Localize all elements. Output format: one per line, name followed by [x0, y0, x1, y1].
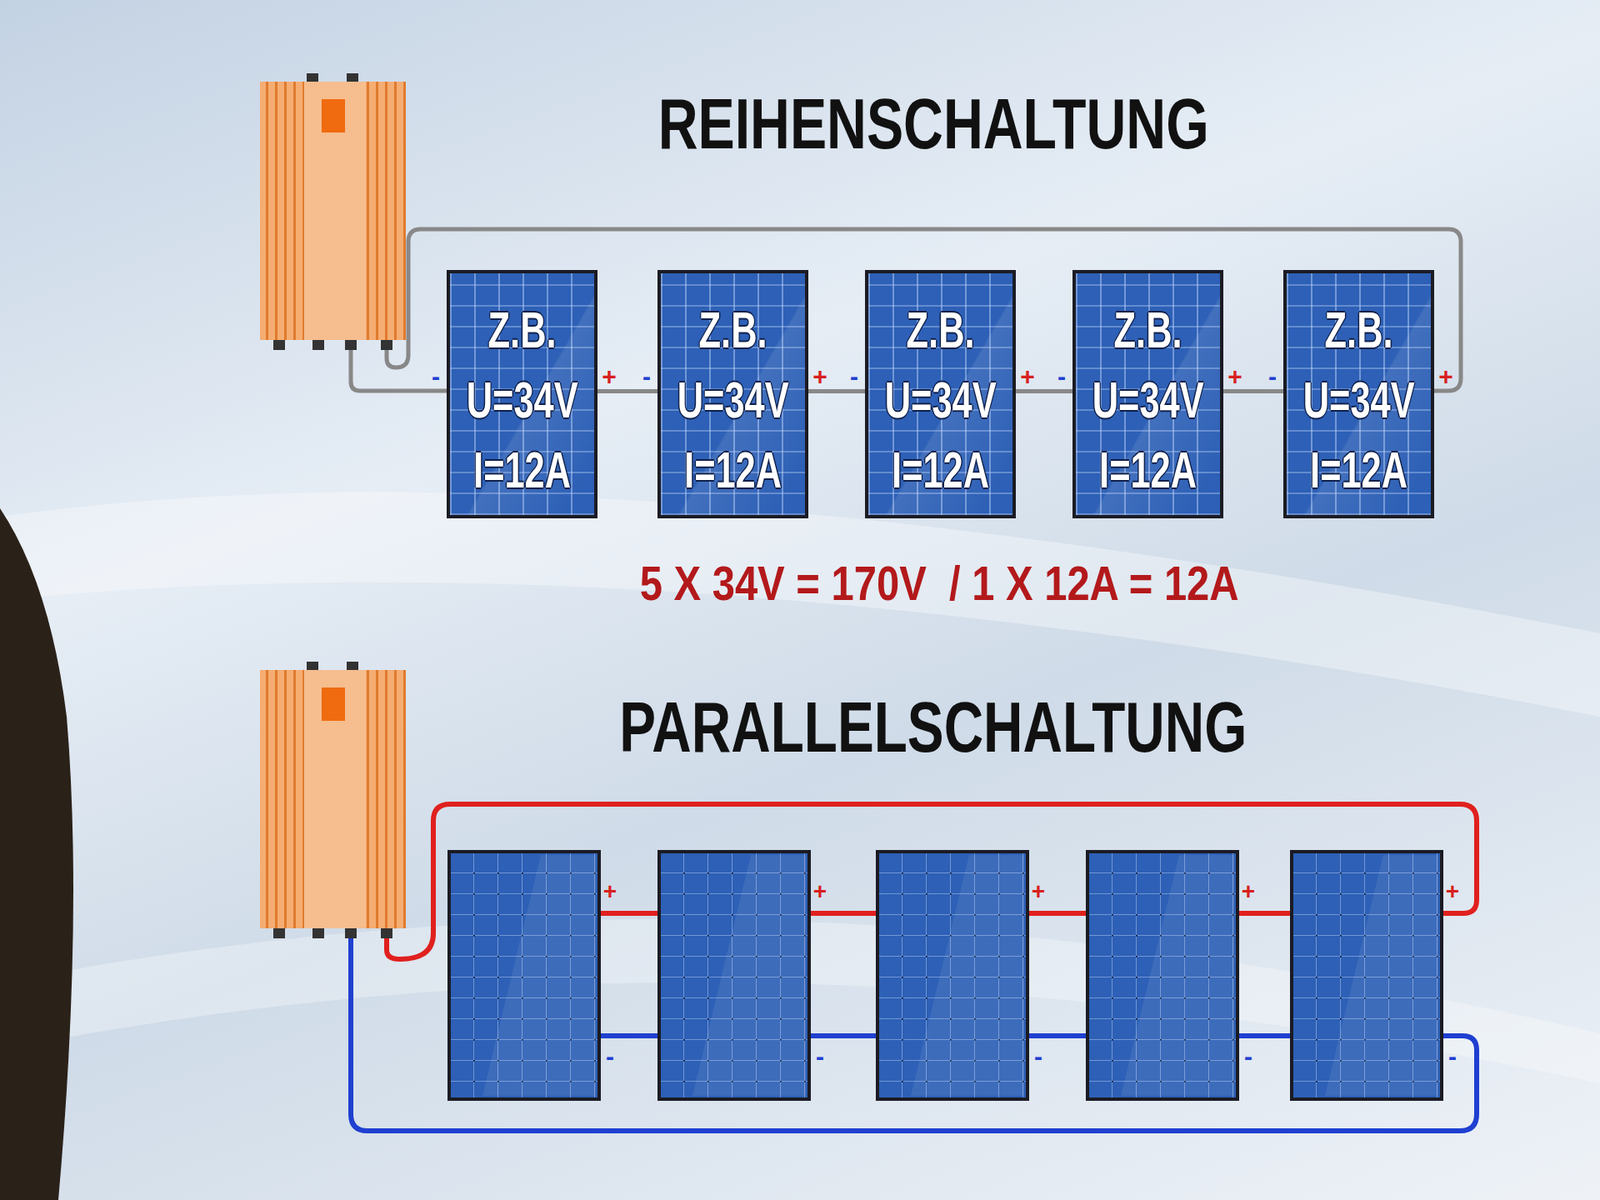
series-wire — [808, 389, 865, 394]
panel-value: I=12A — [1310, 445, 1408, 495]
panel-value: Z.B. — [1114, 305, 1183, 355]
solar-panel: Z.B. U=34V I=12A — [657, 270, 809, 519]
plus-sign: + — [1031, 880, 1045, 904]
panel-value: Z.B. — [488, 305, 557, 355]
minus-sign: - — [642, 364, 651, 390]
solar-panel: Z.B. U=34V I=12A — [446, 270, 598, 519]
plus-sign: + — [603, 880, 617, 904]
person-edge — [0, 508, 74, 1200]
minus-sign: - — [1448, 1044, 1457, 1070]
drawing-part — [0, 492, 1600, 717]
minus-sign: - — [1244, 1044, 1253, 1070]
minus-sign: - — [605, 1044, 615, 1070]
formula: 5 X 34V = 170V / 1 X 12A = 12A — [640, 559, 1240, 608]
minus-sign: - — [1034, 1044, 1043, 1070]
minus-sign: - — [1057, 364, 1066, 390]
plus-sign: + — [1227, 364, 1243, 390]
plus-sign: + — [1241, 880, 1255, 904]
inverter — [260, 73, 406, 350]
plus-sign: + — [1438, 364, 1454, 390]
panel-value: U=34V — [466, 375, 579, 425]
heading: PARALLELSCHALTUNG — [619, 690, 1247, 763]
panel-value: Z.B. — [1325, 305, 1394, 355]
panel-value: Z.B. — [906, 305, 975, 355]
panel-value: Z.B. — [699, 305, 768, 355]
panel-value: I=12A — [473, 445, 571, 495]
panel-value: I=12A — [1099, 445, 1197, 495]
panel-value: U=34V — [1092, 375, 1205, 425]
solar-panel: Z.B. U=34V I=12A — [865, 270, 1016, 519]
solar-panel — [659, 851, 810, 1100]
plus-sign: + — [1020, 364, 1035, 390]
plus-sign: + — [1445, 880, 1460, 904]
series-wire — [597, 389, 658, 394]
panel-value: I=12A — [891, 445, 990, 495]
panel-value: U=34V — [885, 375, 997, 425]
panel-value: U=34V — [677, 375, 790, 425]
minus-sign: - — [431, 364, 440, 390]
solar-panel — [877, 851, 1028, 1100]
minus-sign: - — [1268, 364, 1277, 390]
solar-panel: Z.B. U=34V I=12A — [1072, 270, 1224, 519]
minus-sign: - — [815, 1044, 825, 1070]
solar-panel: Z.B. U=34V I=12A — [1283, 270, 1435, 519]
inverter — [260, 661, 406, 939]
solar-panel — [449, 851, 600, 1100]
series-wire — [1015, 389, 1073, 394]
plus-sign: + — [812, 364, 828, 390]
series-wire — [1223, 389, 1284, 394]
wire — [350, 350, 447, 391]
panel-value: I=12A — [684, 445, 782, 495]
plus-sign: + — [813, 880, 827, 904]
plus-sign: + — [601, 364, 617, 390]
minus-sign: - — [850, 364, 859, 390]
panel-value: U=34V — [1303, 375, 1415, 425]
heading: REIHENSCHALTUNG — [658, 87, 1210, 160]
solar-panel — [1291, 851, 1442, 1100]
solar-panel — [1087, 851, 1238, 1100]
